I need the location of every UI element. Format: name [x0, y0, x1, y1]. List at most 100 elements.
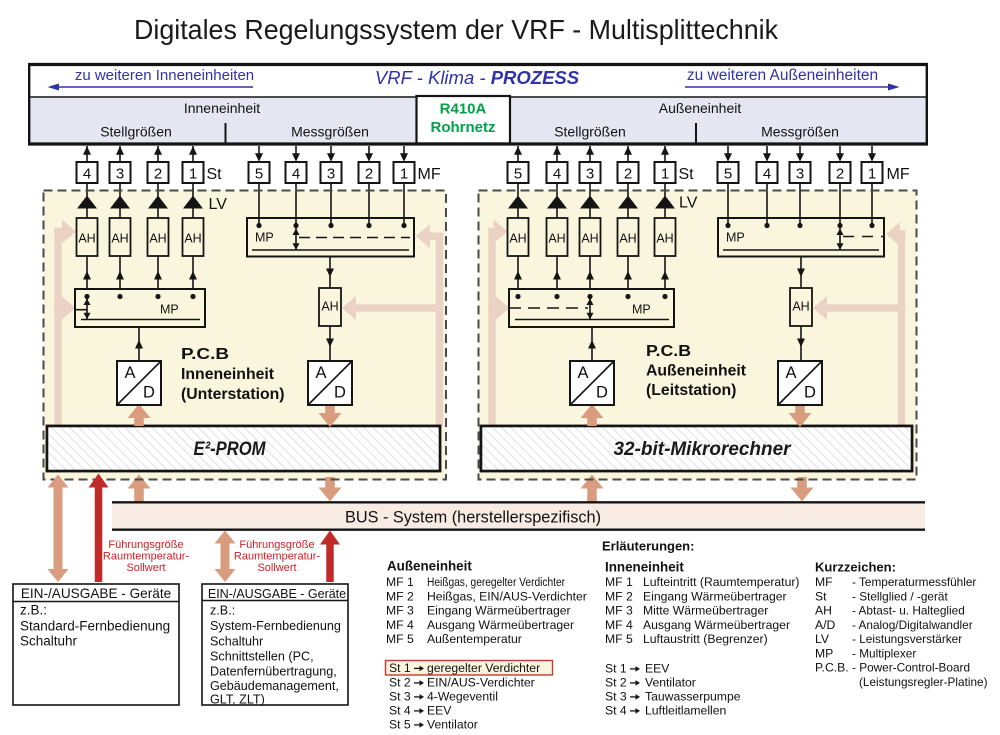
svg-text:AH: AH — [78, 232, 95, 246]
svg-text:Schaltuhr: Schaltuhr — [210, 635, 263, 649]
svg-text:LV: LV — [209, 196, 228, 213]
svg-text:MF 5: MF 5 — [605, 632, 633, 646]
svg-text:4-Wegeventil: 4-Wegeventil — [427, 690, 498, 704]
svg-text:1: 1 — [189, 166, 197, 183]
svg-text:3: 3 — [796, 166, 804, 183]
svg-text:MP: MP — [815, 646, 833, 660]
svg-text:D: D — [334, 384, 346, 402]
svg-text:4: 4 — [292, 166, 300, 183]
svg-text:LV: LV — [815, 632, 830, 646]
svg-text:Stellgrößen: Stellgrößen — [554, 124, 626, 140]
svg-text:St 4: St 4 — [389, 704, 411, 718]
svg-text:MF: MF — [418, 166, 441, 183]
svg-text:Ausgang Wärmeübertrager: Ausgang Wärmeübertrager — [427, 618, 574, 632]
svg-text:AH: AH — [792, 300, 809, 314]
svg-text:4: 4 — [763, 166, 771, 183]
svg-text:MF 2: MF 2 — [605, 589, 633, 603]
svg-text:Raumtemperatur-: Raumtemperatur- — [234, 551, 321, 563]
svg-text:AH: AH — [815, 604, 832, 618]
svg-text:MF 4: MF 4 — [605, 618, 633, 632]
svg-text:Standard-Fernbedienung: Standard-Fernbedienung — [20, 619, 170, 634]
svg-text:A: A — [577, 364, 588, 382]
svg-text:Ventilator: Ventilator — [645, 676, 696, 690]
svg-text:2: 2 — [154, 166, 162, 183]
svg-text:Sollwert: Sollwert — [126, 562, 165, 574]
svg-text:Messgrößen: Messgrößen — [291, 124, 369, 140]
svg-text:EIN/AUS-Verdichter: EIN/AUS-Verdichter — [427, 676, 535, 690]
svg-text:MF 5: MF 5 — [386, 632, 414, 646]
svg-text:Außentemperatur: Außentemperatur — [427, 632, 522, 646]
svg-text:32-bit-Mikrorechner: 32-bit-Mikrorechner — [614, 439, 793, 460]
svg-text:Inneneinheit: Inneneinheit — [184, 100, 260, 116]
svg-text:A: A — [124, 364, 135, 382]
svg-text:AH: AH — [111, 232, 128, 246]
svg-text:(Leistungsregler-Platine): (Leistungsregler-Platine) — [859, 675, 988, 689]
svg-text:A: A — [785, 364, 796, 382]
svg-text:Außeneinheit: Außeneinheit — [387, 559, 472, 574]
svg-text:AH: AH — [581, 232, 598, 246]
svg-text:EIN-/AUSGABE - Geräte: EIN-/AUSGABE - Geräte — [208, 587, 346, 601]
svg-text:AH: AH — [656, 232, 673, 246]
svg-text:2: 2 — [624, 166, 632, 183]
svg-text:5: 5 — [514, 166, 522, 183]
svg-text:LV: LV — [679, 195, 698, 212]
svg-text:geregelter Verdichter: geregelter Verdichter — [427, 661, 540, 675]
svg-text:St 3: St 3 — [605, 690, 627, 704]
svg-text:Lufteintritt (Raumtemperatur): Lufteintritt (Raumtemperatur) — [643, 575, 799, 589]
svg-text:GLT, ZLT): GLT, ZLT) — [210, 693, 265, 707]
svg-text:AH: AH — [149, 232, 166, 246]
svg-text:MF 1: MF 1 — [386, 575, 414, 589]
svg-text:St 3: St 3 — [389, 690, 411, 704]
svg-text:P.C.B.: P.C.B. — [815, 661, 849, 675]
svg-text:z.B.:: z.B.: — [20, 603, 47, 618]
svg-text:Kurzzeichen:: Kurzzeichen: — [815, 560, 896, 575]
svg-text:St 1: St 1 — [389, 661, 411, 675]
svg-text:Mitte Wärmeübertrager: Mitte Wärmeübertrager — [643, 604, 768, 618]
svg-text:System-Fernbedienung: System-Fernbedienung — [210, 619, 341, 633]
svg-text:Erläuterungen:: Erläuterungen: — [602, 539, 694, 554]
svg-text:P.C.B: P.C.B — [646, 343, 691, 360]
svg-text:3: 3 — [116, 166, 124, 183]
svg-text:Heißgas, EIN/AUS-Verdichter: Heißgas, EIN/AUS-Verdichter — [427, 589, 587, 603]
svg-text:Schnittstellen (PC,: Schnittstellen (PC, — [210, 650, 314, 664]
svg-text:Raumtemperatur-: Raumtemperatur- — [103, 551, 190, 563]
svg-text:D: D — [804, 384, 816, 402]
svg-text:(Unterstation): (Unterstation) — [181, 386, 285, 403]
svg-text:Datenfernübertragung,: Datenfernübertragung, — [210, 665, 337, 679]
svg-text:AH: AH — [184, 232, 201, 246]
svg-text:St 2: St 2 — [389, 676, 411, 690]
svg-text:A: A — [315, 364, 326, 382]
svg-text:St 4: St 4 — [605, 704, 627, 718]
svg-text:D: D — [596, 384, 608, 402]
svg-text:MP: MP — [632, 303, 651, 317]
svg-text:MF 4: MF 4 — [386, 618, 414, 632]
svg-text:Außeneinheit: Außeneinheit — [659, 100, 742, 116]
svg-text:Führungsgröße: Führungsgröße — [239, 539, 314, 551]
svg-text:5: 5 — [724, 166, 732, 183]
svg-text:1: 1 — [868, 166, 876, 183]
svg-text:Digitales Regelungssystem der: Digitales Regelungssystem der VRF - Mult… — [134, 14, 779, 45]
svg-text:EIN-/AUSGABE - Geräte: EIN-/AUSGABE - Geräte — [21, 586, 171, 601]
svg-text:1: 1 — [661, 166, 669, 183]
svg-text:MF 1: MF 1 — [605, 575, 633, 589]
svg-text:Ventilator: Ventilator — [427, 718, 478, 732]
svg-text:Inneneinheit: Inneneinheit — [181, 366, 275, 383]
svg-text:Gebäudemanagement,: Gebäudemanagement, — [210, 679, 339, 693]
svg-text:VRF - Klima - PROZESS: VRF - Klima - PROZESS — [375, 67, 580, 88]
svg-text:Luftleitlamellen: Luftleitlamellen — [645, 704, 726, 718]
svg-text:St: St — [207, 166, 223, 183]
svg-text:MP: MP — [255, 231, 274, 245]
svg-text:4: 4 — [83, 166, 91, 183]
svg-text:4: 4 — [553, 166, 561, 183]
svg-text:D: D — [143, 384, 155, 402]
svg-text:A/D: A/D — [815, 618, 836, 632]
svg-text:AH: AH — [509, 232, 526, 246]
svg-text:Schaltuhr: Schaltuhr — [20, 634, 78, 649]
svg-text:3: 3 — [327, 166, 335, 183]
svg-text:- Temperaturmessfühler: - Temperaturmessfühler — [852, 575, 976, 589]
svg-text:E²-PROM: E²-PROM — [194, 439, 267, 460]
svg-text:EEV: EEV — [427, 704, 452, 718]
svg-text:MP: MP — [726, 231, 745, 245]
svg-text:Tauwasserpumpe: Tauwasserpumpe — [645, 690, 741, 704]
svg-text:MF 2: MF 2 — [386, 589, 414, 603]
